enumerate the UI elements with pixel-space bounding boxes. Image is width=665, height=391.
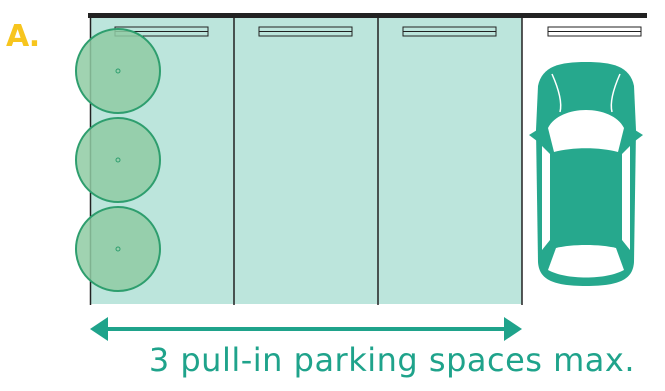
turning-circle-icon [75, 117, 161, 203]
turning-circle-icon [75, 28, 161, 114]
back-wall [88, 13, 647, 18]
wheel-stop-icon [402, 26, 497, 37]
panel-label: A. [6, 19, 40, 54]
parking-space-3 [378, 16, 522, 304]
wheel-stop-icon [258, 26, 353, 37]
car-top-view-icon [529, 62, 643, 286]
parking-space-2 [234, 16, 378, 304]
double-headed-arrow-icon [90, 317, 522, 341]
diagram-caption: 3 pull-in parking spaces max. [148, 341, 635, 379]
wheel-stop-icon [547, 26, 642, 37]
turning-circle-icon [75, 206, 161, 292]
